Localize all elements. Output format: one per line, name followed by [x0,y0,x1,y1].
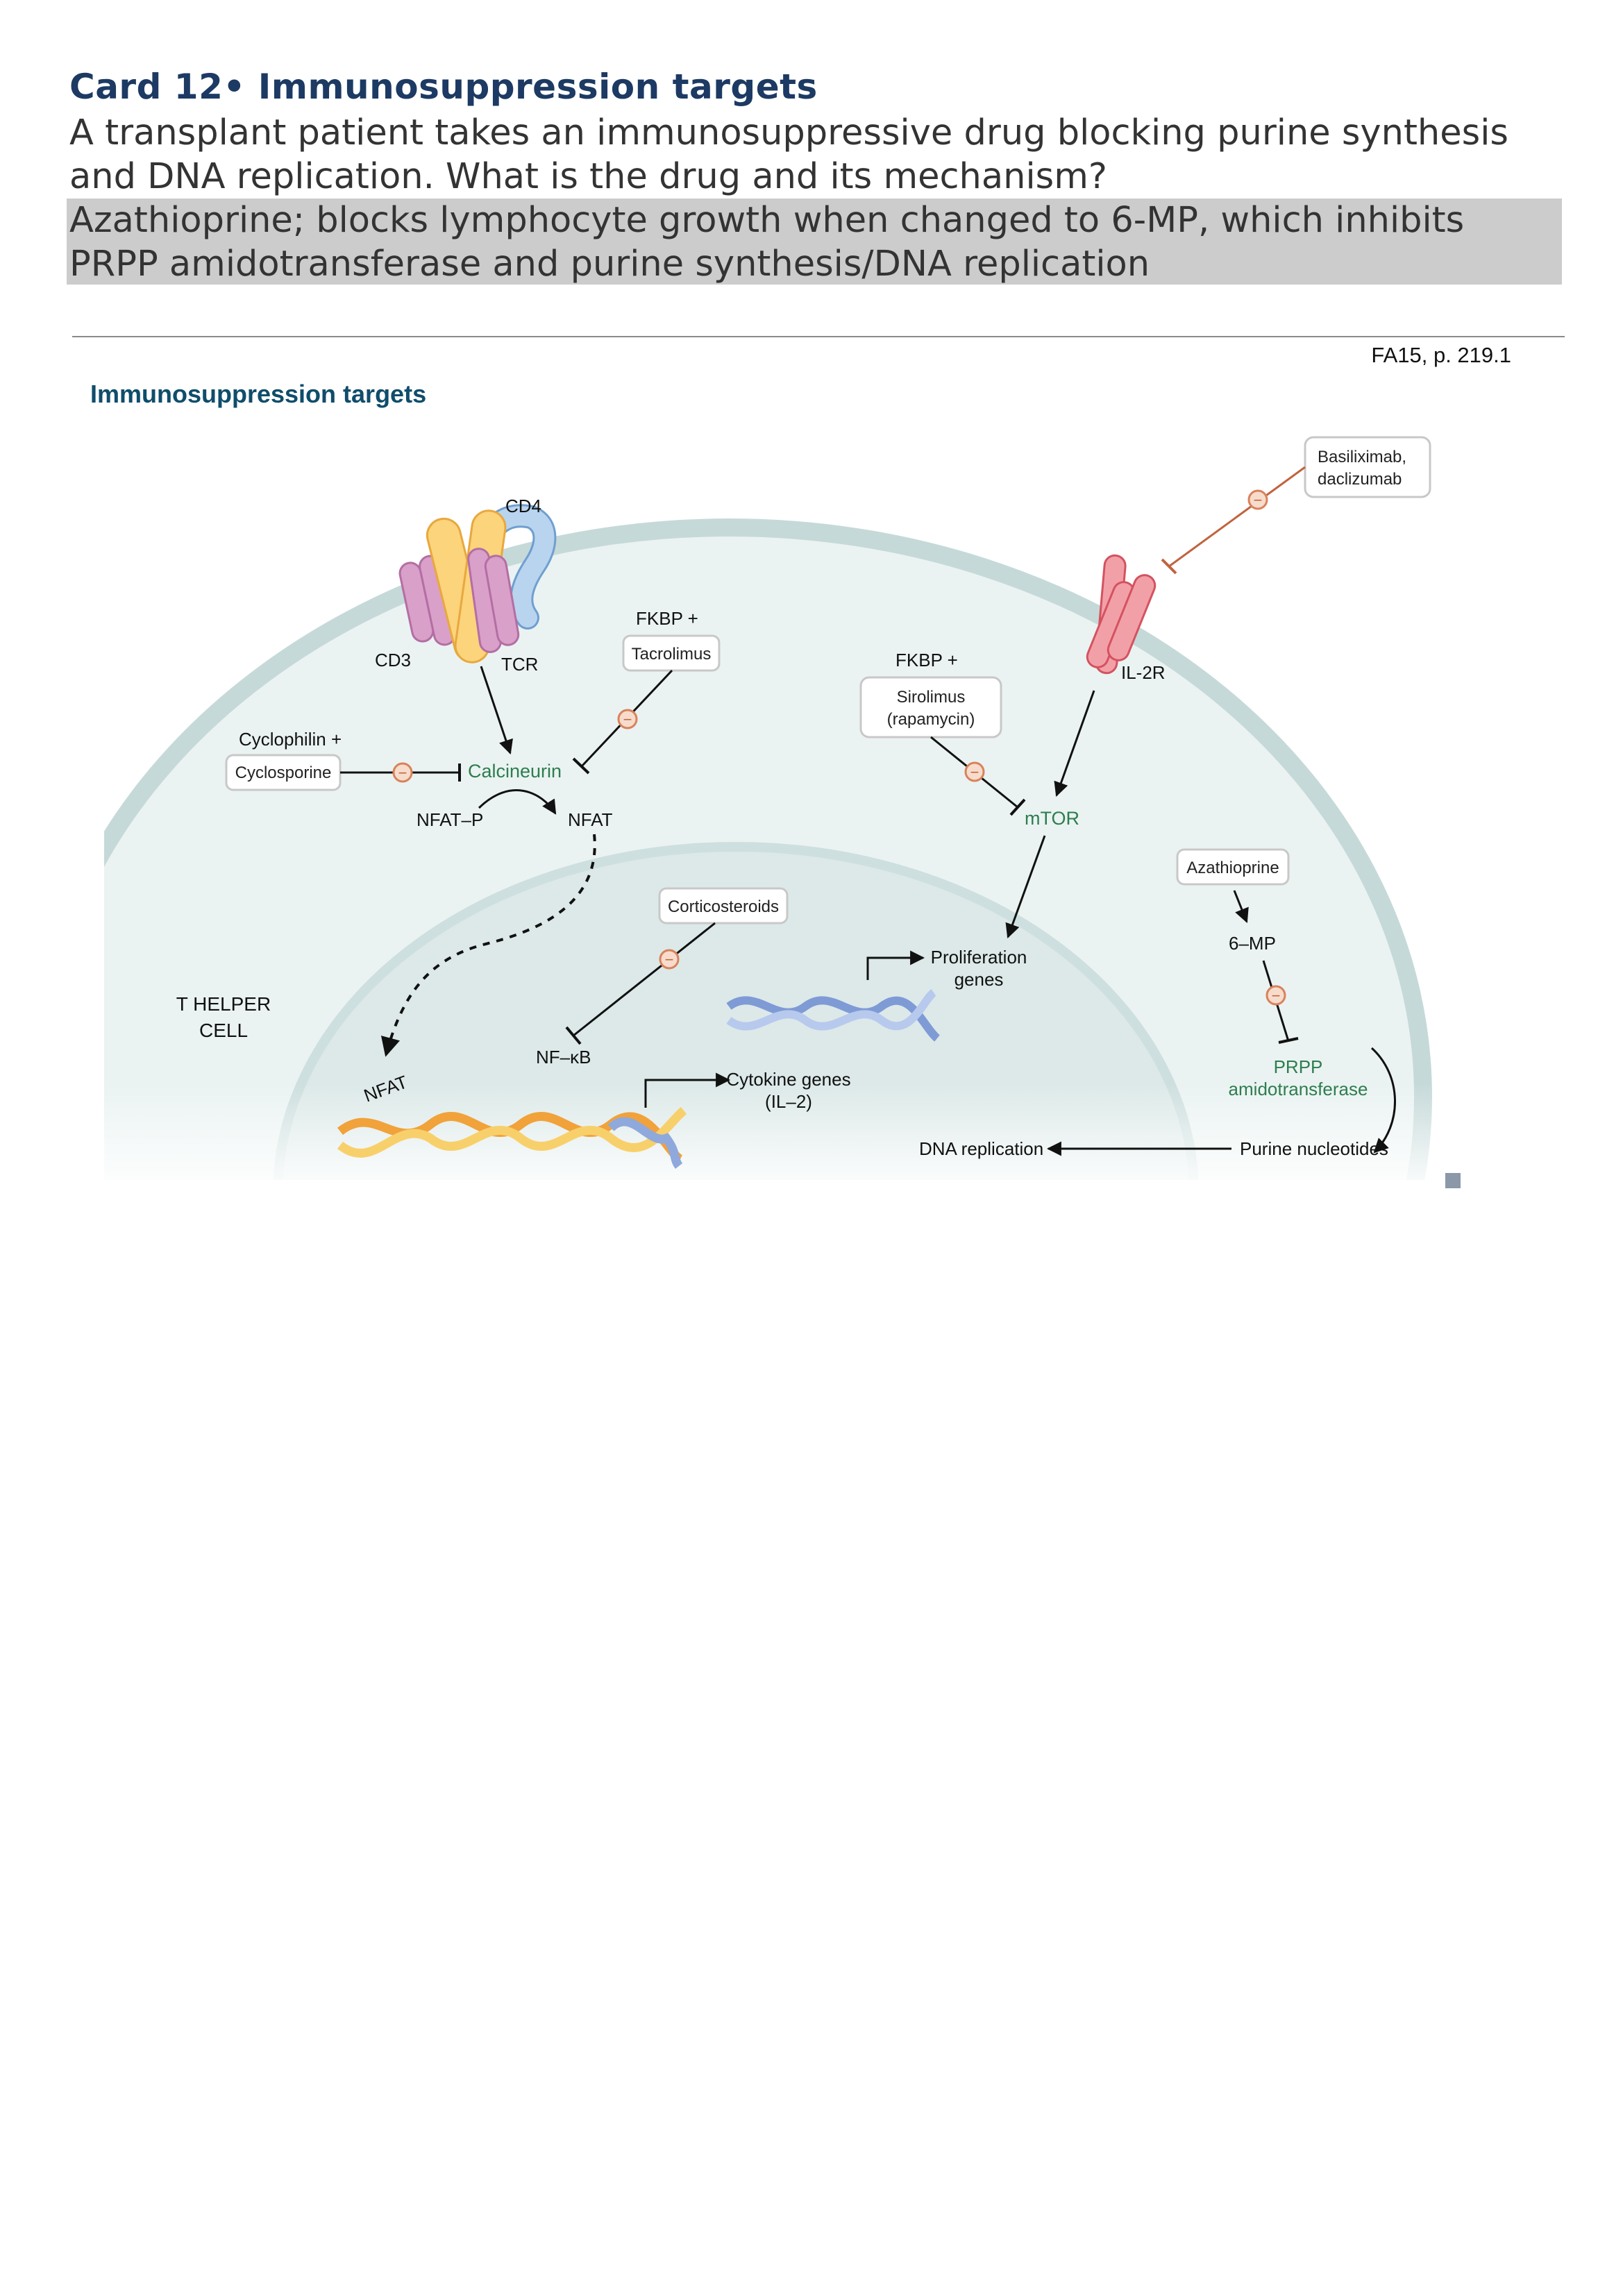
rx-icon [1445,1173,1461,1188]
purine-nucleotides-label: Purine nucleotides [1240,1138,1388,1159]
card-question: A transplant patient takes an immunosupp… [69,112,1508,197]
card-answer: Azathioprine; blocks lymphocyte growth w… [67,199,1562,285]
genes-label: genes [955,969,1004,990]
tcr-complex-icon [398,504,557,664]
corticosteroids-label: Corticosteroids [668,897,779,916]
nfkb-label: NF–κB [536,1047,591,1067]
reference: FA15, p. 219.1 [1371,343,1511,367]
tcr-label: TCR [501,654,538,675]
proliferation-label: Proliferation [931,947,1027,968]
dna-helix-icon [337,1106,687,1170]
nfat-label: NFAT [568,809,613,830]
sirolimus-prefix: FKBP + [895,650,958,670]
cell-label-line2: CELL [199,1020,248,1041]
divider [72,336,1565,337]
azathioprine-box [1176,848,1290,886]
dna-helix-icon [726,989,941,1042]
sirolimus-label: Sirolimus [897,688,966,707]
svg-text:−: − [623,711,632,728]
immunosuppression-diagram: Immunosuppression targets CD4 CD3 TCR IL… [90,380,1492,1194]
svg-text:−: − [665,951,674,968]
cyclosporine-prefix: Cyclophilin + [239,729,342,750]
tacrolimus-label: Tacrolimus [632,645,712,664]
nfat-p-label: NFAT–P [417,809,483,830]
il2-label: (IL–2) [765,1091,812,1112]
mtor-label: mTOR [1025,808,1079,829]
il2r-label: IL-2R [1121,662,1166,683]
card-title: Card 12• Immunosuppression targets [69,67,818,107]
amidotransferase-label: amidotransferase [1229,1079,1368,1099]
inhibit-symbol-corticosteroids [659,949,680,970]
cd4-label: CD4 [505,496,541,516]
basiliximab-label: Basiliximab, [1318,448,1406,466]
cytokine-genes-label: Cytokine genes [726,1069,850,1090]
inhibit-symbol-sirolimus [964,761,985,782]
inhibit-symbol-tacrolimus [617,709,638,729]
svg-text:−: − [398,764,407,782]
daclizumab-label: daclizumab [1318,470,1402,489]
il2r-receptor-icon [1086,554,1157,675]
inhibit-symbol-basiliximab [1247,489,1268,510]
six-mp-label: 6–MP [1229,933,1276,954]
calcineurin-label: Calcineurin [468,761,562,782]
cd3-label: CD3 [375,650,411,670]
inhibit-symbol-azathioprine [1265,985,1286,1006]
svg-text:−: − [1254,491,1263,509]
inhibit-symbol-cyclosporine [392,762,413,783]
dna-replication-label: DNA replication [919,1138,1043,1159]
cell-label-line1: T HELPER [176,993,271,1015]
cyclosporine-label: Cyclosporine [235,763,332,782]
figure-title: Immunosuppression targets [90,380,426,408]
rapamycin-label: (rapamycin) [887,710,975,729]
corticosteroids-box [658,887,789,925]
svg-text:−: − [1272,987,1281,1004]
azathioprine-label: Azathioprine [1186,859,1279,877]
prpp-label: PRPP [1274,1056,1323,1077]
svg-text:−: − [970,763,979,781]
tacrolimus-prefix: FKBP + [636,608,698,629]
